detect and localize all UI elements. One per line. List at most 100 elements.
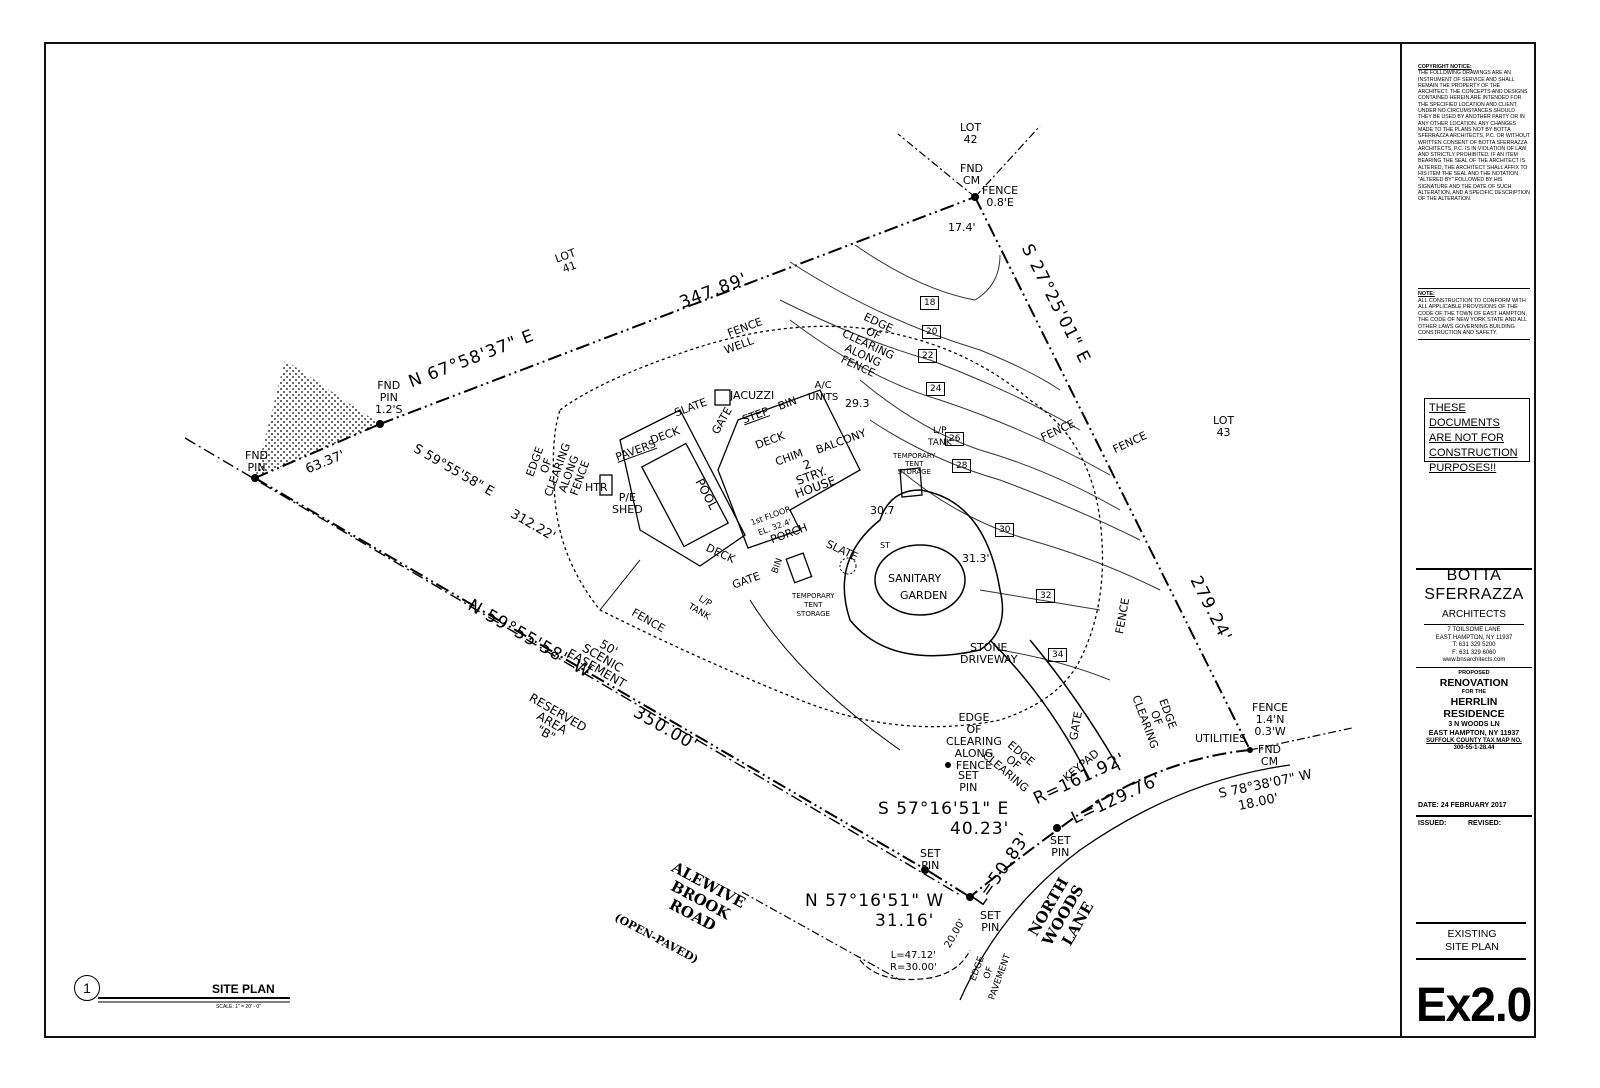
- pin-fnd-cm-south: [1247, 747, 1253, 753]
- fnd-pin-west-label: FND PIN: [245, 449, 269, 474]
- taxmap-number: 300-55-1-28.44: [1453, 745, 1495, 751]
- nfc-line-3: CONSTRUCTION: [1429, 447, 1518, 459]
- elevation-313: 31.3': [962, 552, 990, 565]
- lot-43-label: LOT 43: [1213, 414, 1235, 439]
- curve-data: L=47.12' R=30.00': [890, 950, 937, 973]
- lot-line-ext-ne: [974, 125, 1041, 198]
- project-title-2: HERRLIN: [1450, 695, 1498, 708]
- road-edge-curve: [959, 764, 1291, 1001]
- fnd-cm-north-label: FND CM: [960, 162, 984, 187]
- drawing-scale: SCALE: 1" = 20' - 0": [216, 1004, 261, 1010]
- fence-14-label: FENCE 1.4'N 0.3'W: [1252, 701, 1289, 738]
- contour-34: [999, 649, 1111, 681]
- nfc-line-4: PURPOSES!!: [1429, 462, 1497, 474]
- property-line-north: [379, 196, 976, 425]
- elevation-307: 30.7: [870, 504, 895, 517]
- firm-address-2: EAST HAMPTON, NY 11937: [1435, 634, 1513, 641]
- pin-set-south: [921, 866, 929, 874]
- pool-outline: [640, 442, 730, 548]
- reserved-hatch: [255, 360, 380, 478]
- pin-fnd-1-2s: [376, 420, 384, 428]
- alewive-curve: [859, 949, 971, 981]
- htr: [599, 474, 613, 496]
- project-title-3: RESIDENCE: [1443, 707, 1505, 720]
- contour-32: [979, 589, 1101, 611]
- set-pin-3-label: SET PIN: [920, 847, 941, 872]
- lot-line-ext-nw: [897, 133, 976, 198]
- contour-label-20: 20: [922, 325, 942, 339]
- pin-fnd-west: [251, 474, 259, 482]
- contour-24: [789, 319, 1111, 476]
- project-address-2: EAST HAMPTON, NY 11937: [1428, 729, 1520, 737]
- utilities-label: UTILITIES: [1195, 732, 1247, 745]
- sheet-title: EXISTING SITE PLAN: [1418, 928, 1526, 954]
- set-pin-1-label: SET PIN: [958, 769, 979, 794]
- sheet-id: Ex2.0: [1416, 976, 1532, 1032]
- bearing-5716-e: S 57°16'51" E: [878, 799, 1010, 819]
- nfc-line-1: THESE DOCUMENTS: [1429, 402, 1500, 429]
- deck-outline: [619, 409, 746, 567]
- temp-tent-north-label: TEMPORARY TENT STORAGE: [893, 452, 936, 476]
- project-for: FOR THE: [1461, 688, 1487, 695]
- pin-set-curve: [1053, 824, 1061, 832]
- sheet-title-line-2: SITE PLAN: [1445, 941, 1499, 953]
- lp-tent-n: [899, 467, 923, 498]
- distance-4023: 40.23': [950, 819, 1010, 839]
- copyright-heading: COPYRIGHT NOTICE:: [1418, 64, 1472, 70]
- firm-subtitle: ARCHITECTS: [1442, 609, 1506, 620]
- contour-label-28: 28: [952, 459, 972, 473]
- fnd-cm-south-label: FND CM: [1258, 743, 1282, 768]
- property-line-southwest: [254, 477, 931, 873]
- title-block-divider: [1400, 42, 1402, 1038]
- taxmap-label: SUFFOLK COUNTY TAX MAP NO.: [1426, 737, 1522, 744]
- nfc-line-2: ARE NOT FOR: [1429, 432, 1504, 444]
- htr-label: HTR: [585, 481, 608, 494]
- drawing-title: SITE PLAN: [212, 982, 275, 996]
- driveway-loop: [843, 489, 1004, 657]
- contour-label-24: 24: [926, 382, 946, 396]
- code-note: NOTE: ALL CONSTRUCTION TO CONFORM WITH A…: [1418, 288, 1530, 340]
- date-rule: [1416, 815, 1532, 817]
- project-title-1: RENOVATION: [1439, 676, 1509, 689]
- elevation-293: 29.3: [845, 397, 870, 410]
- contour-22: [779, 299, 1081, 431]
- not-for-construction-box: THESE DOCUMENTS ARE NOT FOR CONSTRUCTION…: [1424, 398, 1530, 474]
- firm-name-2: SFERRAZZA: [1424, 586, 1524, 603]
- house-outline: [717, 389, 861, 549]
- contour-30: [899, 469, 1161, 591]
- road-edge-sw: [741, 891, 901, 981]
- sanitary-label: SANITARY: [888, 572, 942, 585]
- distance-3116: 31.16': [875, 911, 935, 931]
- pin-set-sw: [966, 893, 974, 901]
- contour-18: [854, 244, 1001, 301]
- st-label: ST: [880, 541, 890, 550]
- bearing-5716-w: N 57°16'51" W: [805, 891, 945, 911]
- contour-label-18: 18: [920, 296, 940, 310]
- contour-label-34: 34: [1048, 648, 1068, 662]
- pe-shed-label: P/E SHED: [612, 491, 643, 516]
- firm-tel: T: 631 329 5200: [1452, 642, 1496, 648]
- sheet-title-top-rule: [1416, 922, 1526, 924]
- firm-name-1: BOTTA: [1446, 567, 1502, 584]
- septic-tank: [839, 557, 857, 575]
- contour-label-26: 26: [945, 432, 965, 446]
- pin-set-mid: [945, 762, 951, 768]
- jacuzzi-label: JACUZZI: [730, 389, 775, 402]
- tent-storage-s: [785, 552, 813, 584]
- road-line-e: [1249, 727, 1353, 751]
- copyright-notice: COPYRIGHT NOTICE: THE FOLLOWING DRAWINGS…: [1418, 64, 1530, 203]
- firm-address-1: 7 TOILSOME LANE: [1424, 624, 1524, 635]
- lp-tank-north-label: L/P TANK: [928, 426, 952, 448]
- project-address-1: 3 N WOODS LN: [1448, 720, 1500, 728]
- easement-line: [184, 437, 961, 896]
- set-pin-4-label: SET PIN: [980, 909, 1001, 934]
- drawing-sheet-border: [44, 42, 1536, 1038]
- contour-label-32: 32: [1036, 589, 1056, 603]
- firm-top-rule: [1416, 568, 1532, 570]
- contour-28: [869, 419, 1141, 541]
- stone-driveway-label: STONE DRIVEWAY: [960, 641, 1018, 666]
- contour-26: [859, 379, 1121, 511]
- sanitary-garden: [874, 544, 966, 616]
- temp-tent-south-label: TEMPORARY TENT STORAGE: [792, 592, 835, 618]
- property-line-east: [974, 196, 1251, 751]
